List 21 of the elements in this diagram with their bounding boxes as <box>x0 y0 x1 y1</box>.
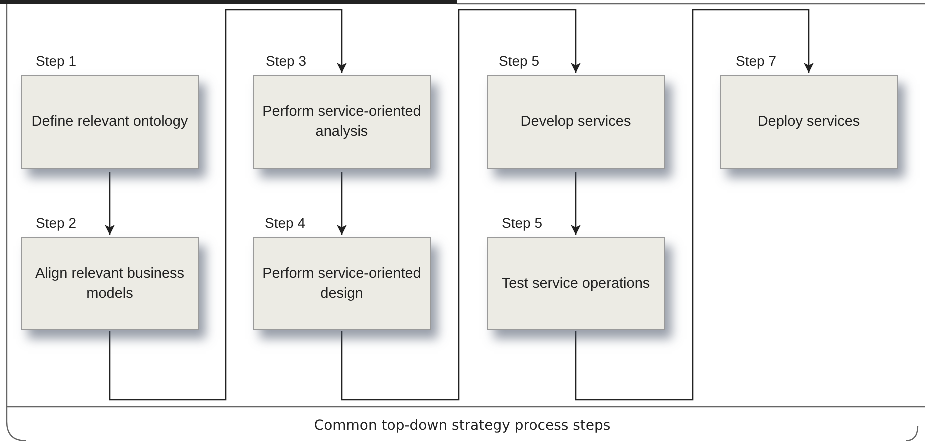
step-label: Step 7 <box>736 53 776 69</box>
step-text: Test service operations <box>500 274 652 294</box>
step-text: Perform service-oriented analysis <box>262 103 422 142</box>
step-text: Perform service-oriented design <box>262 264 422 304</box>
arrow <box>341 9 581 401</box>
step-text: Align relevant business models <box>34 264 186 304</box>
arrow <box>575 9 814 401</box>
step-label: Step 2 <box>36 215 76 231</box>
arrow <box>337 172 347 235</box>
caption: Common top-down strategy process steps <box>313 418 612 434</box>
arrow <box>105 172 115 235</box>
arrow <box>571 172 581 235</box>
step-label: Step 3 <box>266 53 306 69</box>
step-label: Step 5 <box>502 215 542 231</box>
step-label: Step 4 <box>265 215 306 231</box>
arrow <box>109 9 347 401</box>
step-label: Step 5 <box>499 53 540 69</box>
step-text: Define relevant ontology <box>30 113 190 132</box>
step-text: Develop services <box>520 113 632 132</box>
step-text: Deploy services <box>756 113 862 132</box>
step-label: Step 1 <box>36 53 76 69</box>
